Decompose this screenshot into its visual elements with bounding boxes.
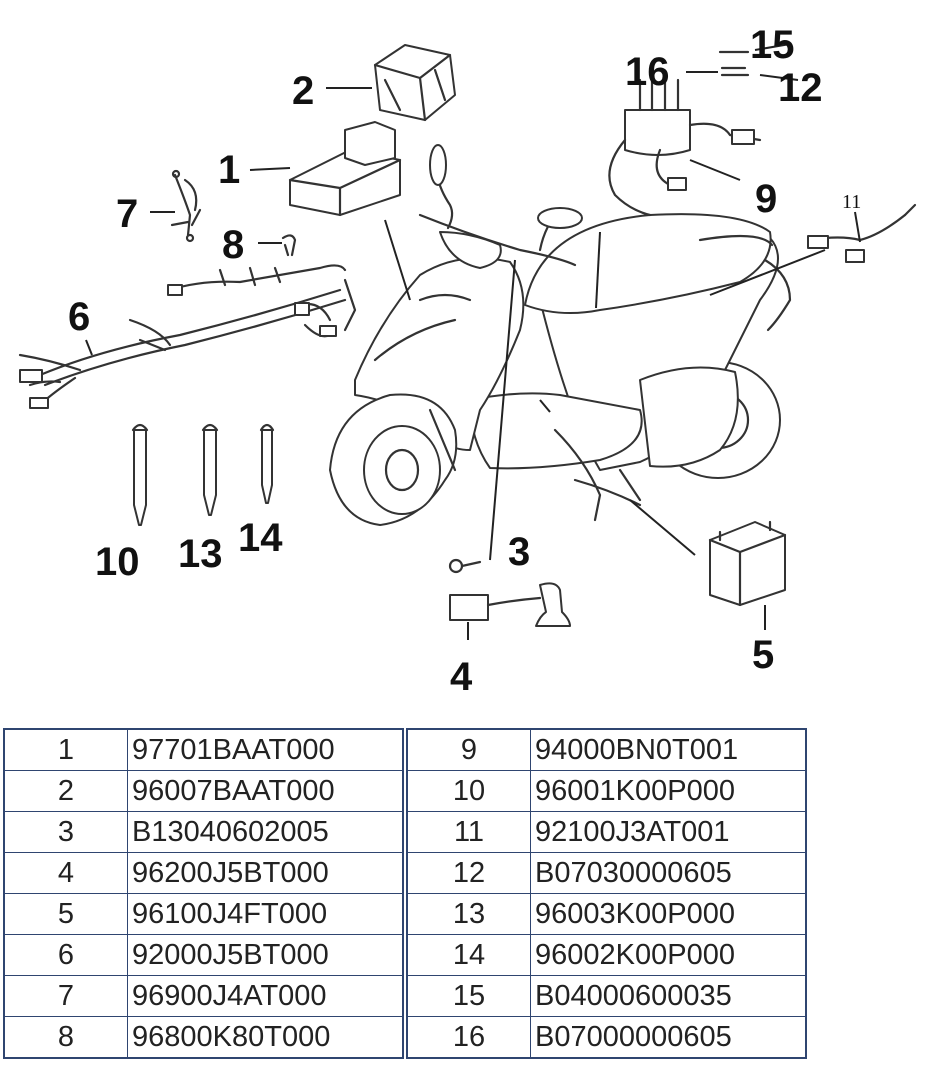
exploded-parts-diagram: 2 1 7 8 6 10 13 14 16 15 12 9 11 3 4 5 [18, 23, 917, 699]
part-code: B04000600035 [530, 975, 807, 1017]
part-code: 96007BAAT000 [127, 770, 404, 812]
part-14-illustration [259, 423, 275, 504]
part-12-illustration [720, 66, 750, 77]
part-number: 15 [406, 975, 531, 1017]
part-number: 2 [3, 770, 128, 812]
part-code: 97701BAAT000 [127, 728, 404, 771]
callout-11: 11 [842, 191, 861, 213]
part-code: B13040602005 [127, 811, 404, 853]
part-number: 7 [3, 975, 128, 1017]
part-number: 3 [3, 811, 128, 853]
callout-14: 14 [238, 516, 283, 560]
leader-lines [85, 43, 861, 640]
part-code: 92100J3AT001 [530, 811, 807, 853]
callout-8: 8 [222, 223, 244, 267]
callout-13: 13 [178, 532, 223, 576]
part-number: 14 [406, 934, 531, 976]
part-11-illustration [807, 203, 917, 263]
part-number: 13 [406, 893, 531, 935]
part-number: 6 [3, 934, 128, 976]
part-code: 96002K00P000 [530, 934, 807, 976]
part-3-illustration [448, 558, 482, 574]
part-code: B07000000605 [530, 1016, 807, 1059]
callout-1: 1 [218, 148, 240, 192]
callout-16: 16 [625, 50, 670, 94]
part-7-illustration [170, 169, 202, 243]
part-code: 96100J4FT000 [127, 893, 404, 935]
part-code: 96003K00P000 [530, 893, 807, 935]
part-code: 92000J5BT000 [127, 934, 404, 976]
part-code: 96900J4AT000 [127, 975, 404, 1017]
scooter-illustration [329, 144, 792, 526]
part-10-illustration [131, 423, 149, 526]
part-number: 16 [406, 1016, 531, 1059]
callout-5: 5 [752, 633, 774, 677]
part-number: 11 [406, 811, 531, 853]
part-number: 1 [3, 728, 128, 771]
callout-9: 9 [755, 177, 777, 221]
part-number: 4 [3, 852, 128, 894]
part-6-illustration [18, 264, 357, 409]
part-number: 9 [406, 728, 531, 771]
callout-4: 4 [450, 655, 473, 699]
part-number: 5 [3, 893, 128, 935]
part-1-illustration [288, 121, 402, 217]
part-9-illustration [608, 78, 762, 217]
part-5-illustration [708, 520, 787, 607]
callout-10: 10 [95, 540, 140, 584]
callout-12: 12 [778, 66, 823, 110]
part-code: B07030000605 [530, 852, 807, 894]
part-number: 12 [406, 852, 531, 894]
part-code: 96800K80T000 [127, 1016, 404, 1059]
part-code: 94000BN0T001 [530, 728, 807, 771]
part-2-illustration [373, 44, 456, 122]
part-8-illustration [281, 234, 297, 257]
part-code: 96001K00P000 [530, 770, 807, 812]
part-number: 10 [406, 770, 531, 812]
part-4-illustration [449, 582, 571, 627]
callout-6: 6 [68, 295, 90, 339]
callout-7: 7 [116, 192, 138, 236]
part-13-illustration [201, 423, 219, 516]
callout-15: 15 [750, 23, 795, 67]
part-number: 8 [3, 1016, 128, 1059]
part-code: 96200J5BT000 [127, 852, 404, 894]
callout-2: 2 [292, 69, 314, 113]
callout-3: 3 [508, 530, 530, 574]
